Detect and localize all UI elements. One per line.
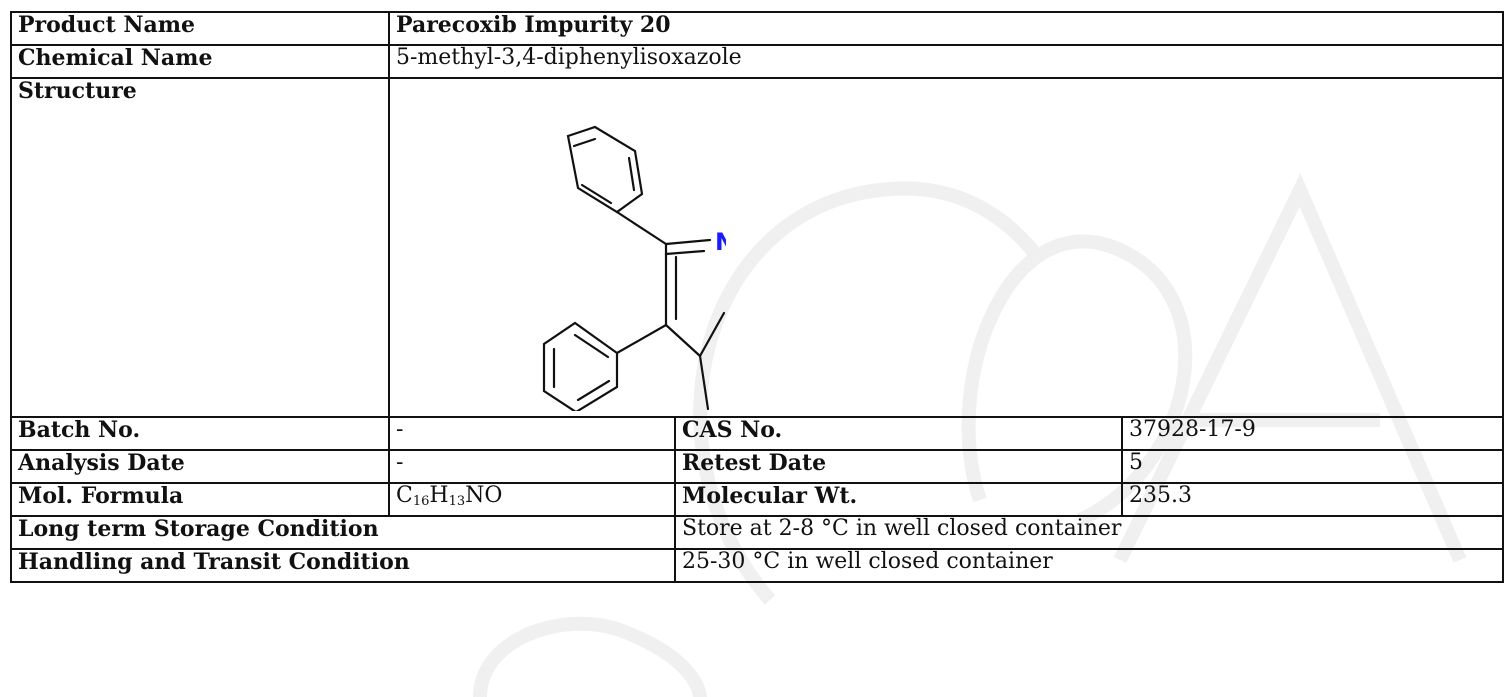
handling-label: Handling and Transit Condition — [10, 548, 676, 583]
chemical-name-value: 5-methyl-3,4-diphenylisoxazole — [387, 44, 1505, 79]
batch-no-value: - — [388, 416, 676, 451]
retest-date-value: 5 — [1120, 449, 1505, 484]
mol-formula-label: Mol. Formula — [10, 482, 390, 517]
structure-diagram: N O — [542, 125, 726, 411]
row-product-name: Product Name Parecoxib Impurity 20 — [10, 11, 1505, 46]
nitrogen-atom: N — [715, 228, 726, 256]
row-structure: Structure — [10, 77, 1505, 418]
product-name-value: Parecoxib Impurity 20 — [387, 11, 1505, 46]
analysis-date-value: - — [388, 449, 676, 484]
handling-value: 25-30 °C in well closed container — [673, 548, 1505, 583]
storage-value: Store at 2-8 °C in well closed container — [673, 515, 1505, 550]
formula-rest: NO — [465, 483, 503, 508]
row-batch-cas: Batch No. - CAS No. 37928-17-9 — [10, 416, 1505, 451]
structure-label: Structure — [10, 77, 390, 418]
formula-h-count: 13 — [448, 494, 466, 509]
chemical-name-label: Chemical Name — [10, 44, 390, 79]
row-chemical-name: Chemical Name 5-methyl-3,4-diphenylisoxa… — [10, 44, 1505, 79]
cas-no-label: CAS No. — [674, 416, 1123, 451]
row-formula-weight: Mol. Formula C16H13NO Molecular Wt. 235.… — [10, 482, 1505, 517]
row-analysis-retest: Analysis Date - Retest Date 5 — [10, 449, 1505, 484]
storage-label: Long term Storage Condition — [10, 515, 676, 550]
row-storage: Long term Storage Condition Store at 2-8… — [10, 515, 1505, 550]
mol-wt-label: Molecular Wt. — [674, 482, 1123, 517]
mol-formula-value: C16H13NO — [388, 482, 676, 517]
retest-date-label: Retest Date — [674, 449, 1123, 484]
structure-cell: N O — [387, 77, 1505, 418]
coa-table: Product Name Parecoxib Impurity 20 Chemi… — [10, 11, 1505, 583]
mol-wt-value: 235.3 — [1120, 482, 1505, 517]
formula-c: C — [396, 483, 413, 508]
formula-h: H — [429, 483, 449, 508]
product-name-label: Product Name — [10, 11, 390, 46]
batch-no-label: Batch No. — [10, 416, 390, 451]
cas-no-value: 37928-17-9 — [1120, 416, 1505, 451]
formula-c-count: 16 — [412, 494, 430, 509]
row-handling: Handling and Transit Condition 25-30 °C … — [10, 548, 1505, 583]
analysis-date-label: Analysis Date — [10, 449, 390, 484]
